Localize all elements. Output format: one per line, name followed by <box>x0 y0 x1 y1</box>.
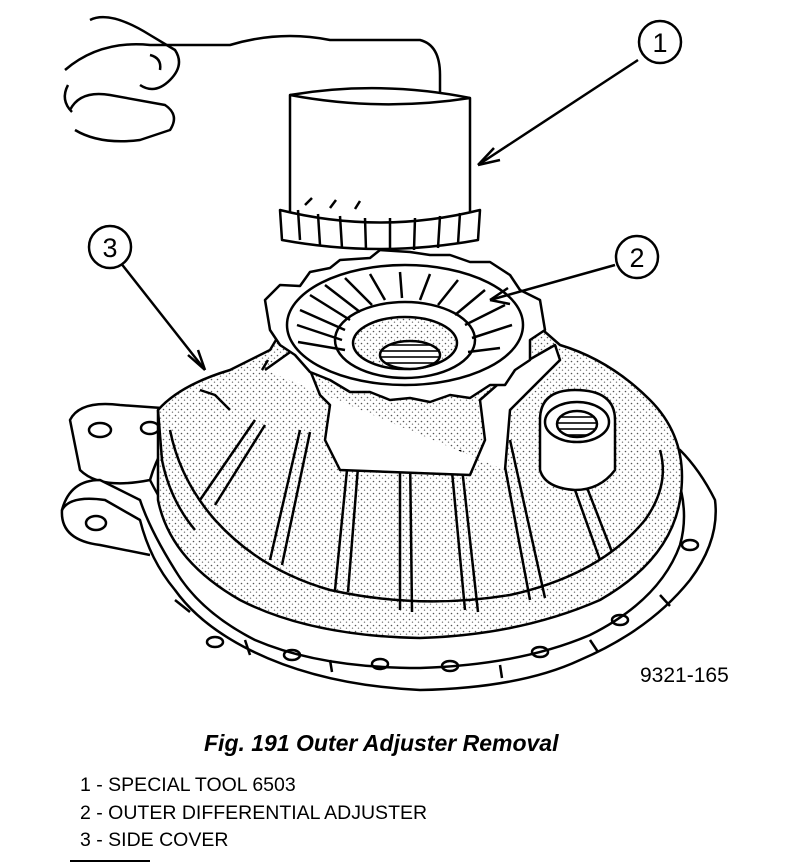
callout-2-number: 2 <box>629 243 644 273</box>
outer-adjuster-removal-illustration: 1 2 3 <box>60 15 717 692</box>
legend-list: 1 - SPECIAL TOOL 6503 2 - OUTER DIFFEREN… <box>80 772 427 855</box>
legend-item: 3 - SIDE COVER <box>80 829 229 851</box>
legend-item: 2 - OUTER DIFFERENTIAL ADJUSTER <box>80 801 428 824</box>
outer-differential-adjuster <box>263 248 547 404</box>
divider <box>70 860 150 862</box>
figure-caption: Fig. 191 Outer Adjuster Removal <box>204 730 559 756</box>
callout-2: 2 <box>614 234 660 280</box>
figure-code: 9321-165 <box>640 664 729 687</box>
callout-3-number: 3 <box>102 233 117 263</box>
callout-leaders <box>119 58 639 371</box>
special-tool-6503 <box>63 15 482 251</box>
callout-1: 1 <box>637 19 683 65</box>
legend-item: 1 - SPECIAL TOOL 6503 <box>80 774 296 796</box>
callout-1-number: 1 <box>652 28 667 58</box>
callout-3: 3 <box>87 224 133 270</box>
